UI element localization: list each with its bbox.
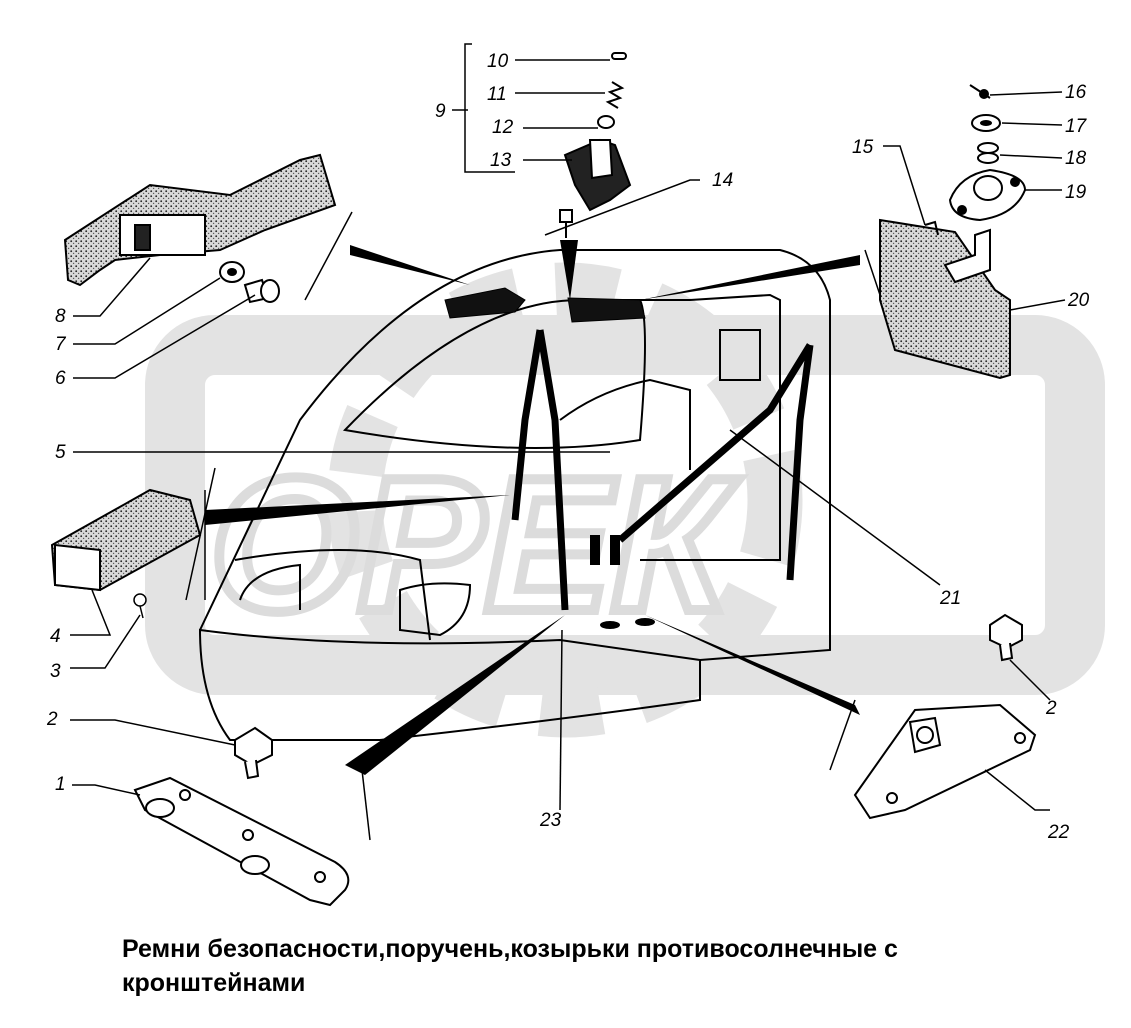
bracket-22 bbox=[853, 703, 1037, 820]
callout-1: 1 bbox=[55, 774, 66, 795]
pointer-wedges bbox=[205, 240, 860, 775]
belt-buckles bbox=[590, 535, 655, 629]
sun-visors-in-cab bbox=[444, 287, 646, 323]
callout-7: 7 bbox=[55, 334, 67, 355]
vehicle-cab bbox=[198, 249, 831, 741]
callout-10: 10 bbox=[487, 51, 509, 72]
watermark-logo: ОРЕК bbox=[145, 262, 1105, 738]
bolt-2-right bbox=[989, 613, 1023, 662]
bracket-1 bbox=[133, 776, 350, 907]
visor-mount-assembly bbox=[563, 52, 632, 212]
callout-11: 11 bbox=[487, 84, 507, 105]
diagram-caption: Ремни безопасности,поручень,козырьки про… bbox=[122, 935, 898, 997]
callout-22: 22 bbox=[1047, 822, 1070, 843]
callout-13: 13 bbox=[490, 150, 512, 171]
callout-3: 3 bbox=[50, 661, 61, 682]
callout-12: 12 bbox=[492, 117, 514, 138]
sun-visor-20 bbox=[879, 218, 1011, 380]
bracket-19 bbox=[948, 168, 1027, 222]
leader-lines bbox=[70, 43, 1066, 811]
callout-20: 20 bbox=[1067, 290, 1090, 311]
screw-6 bbox=[243, 278, 280, 304]
callout-16: 16 bbox=[1065, 82, 1087, 103]
callout-23: 23 bbox=[539, 810, 562, 831]
screw-3 bbox=[133, 593, 147, 619]
bolt-2-left bbox=[234, 726, 273, 780]
callout-8: 8 bbox=[55, 306, 66, 327]
washer-17 bbox=[971, 114, 1001, 132]
callout-18: 18 bbox=[1065, 148, 1087, 169]
seat-belts bbox=[511, 329, 814, 611]
callout-19: 19 bbox=[1065, 182, 1087, 203]
callout-14: 14 bbox=[712, 170, 733, 191]
callout-9: 9 bbox=[435, 101, 446, 122]
callout-labels: 1 2 3 4 5 6 7 8 9 10 11 12 13 14 15 16 1… bbox=[46, 51, 1090, 843]
handrail-part bbox=[63, 153, 337, 287]
screw-14 bbox=[559, 209, 573, 238]
watermark-text: ОРЕК bbox=[210, 439, 739, 651]
cover-part-4 bbox=[50, 488, 202, 592]
callout-5: 5 bbox=[55, 442, 66, 463]
callout-2-right: 2 bbox=[1045, 698, 1057, 719]
callout-21: 21 bbox=[939, 588, 961, 609]
pin-16 bbox=[969, 84, 991, 99]
callout-4: 4 bbox=[50, 626, 61, 647]
callout-6: 6 bbox=[55, 368, 66, 389]
callout-2-left: 2 bbox=[46, 709, 58, 730]
callout-15: 15 bbox=[852, 137, 874, 158]
callout-17: 17 bbox=[1065, 116, 1088, 137]
washer-7 bbox=[219, 261, 245, 283]
spring-18 bbox=[977, 142, 999, 164]
